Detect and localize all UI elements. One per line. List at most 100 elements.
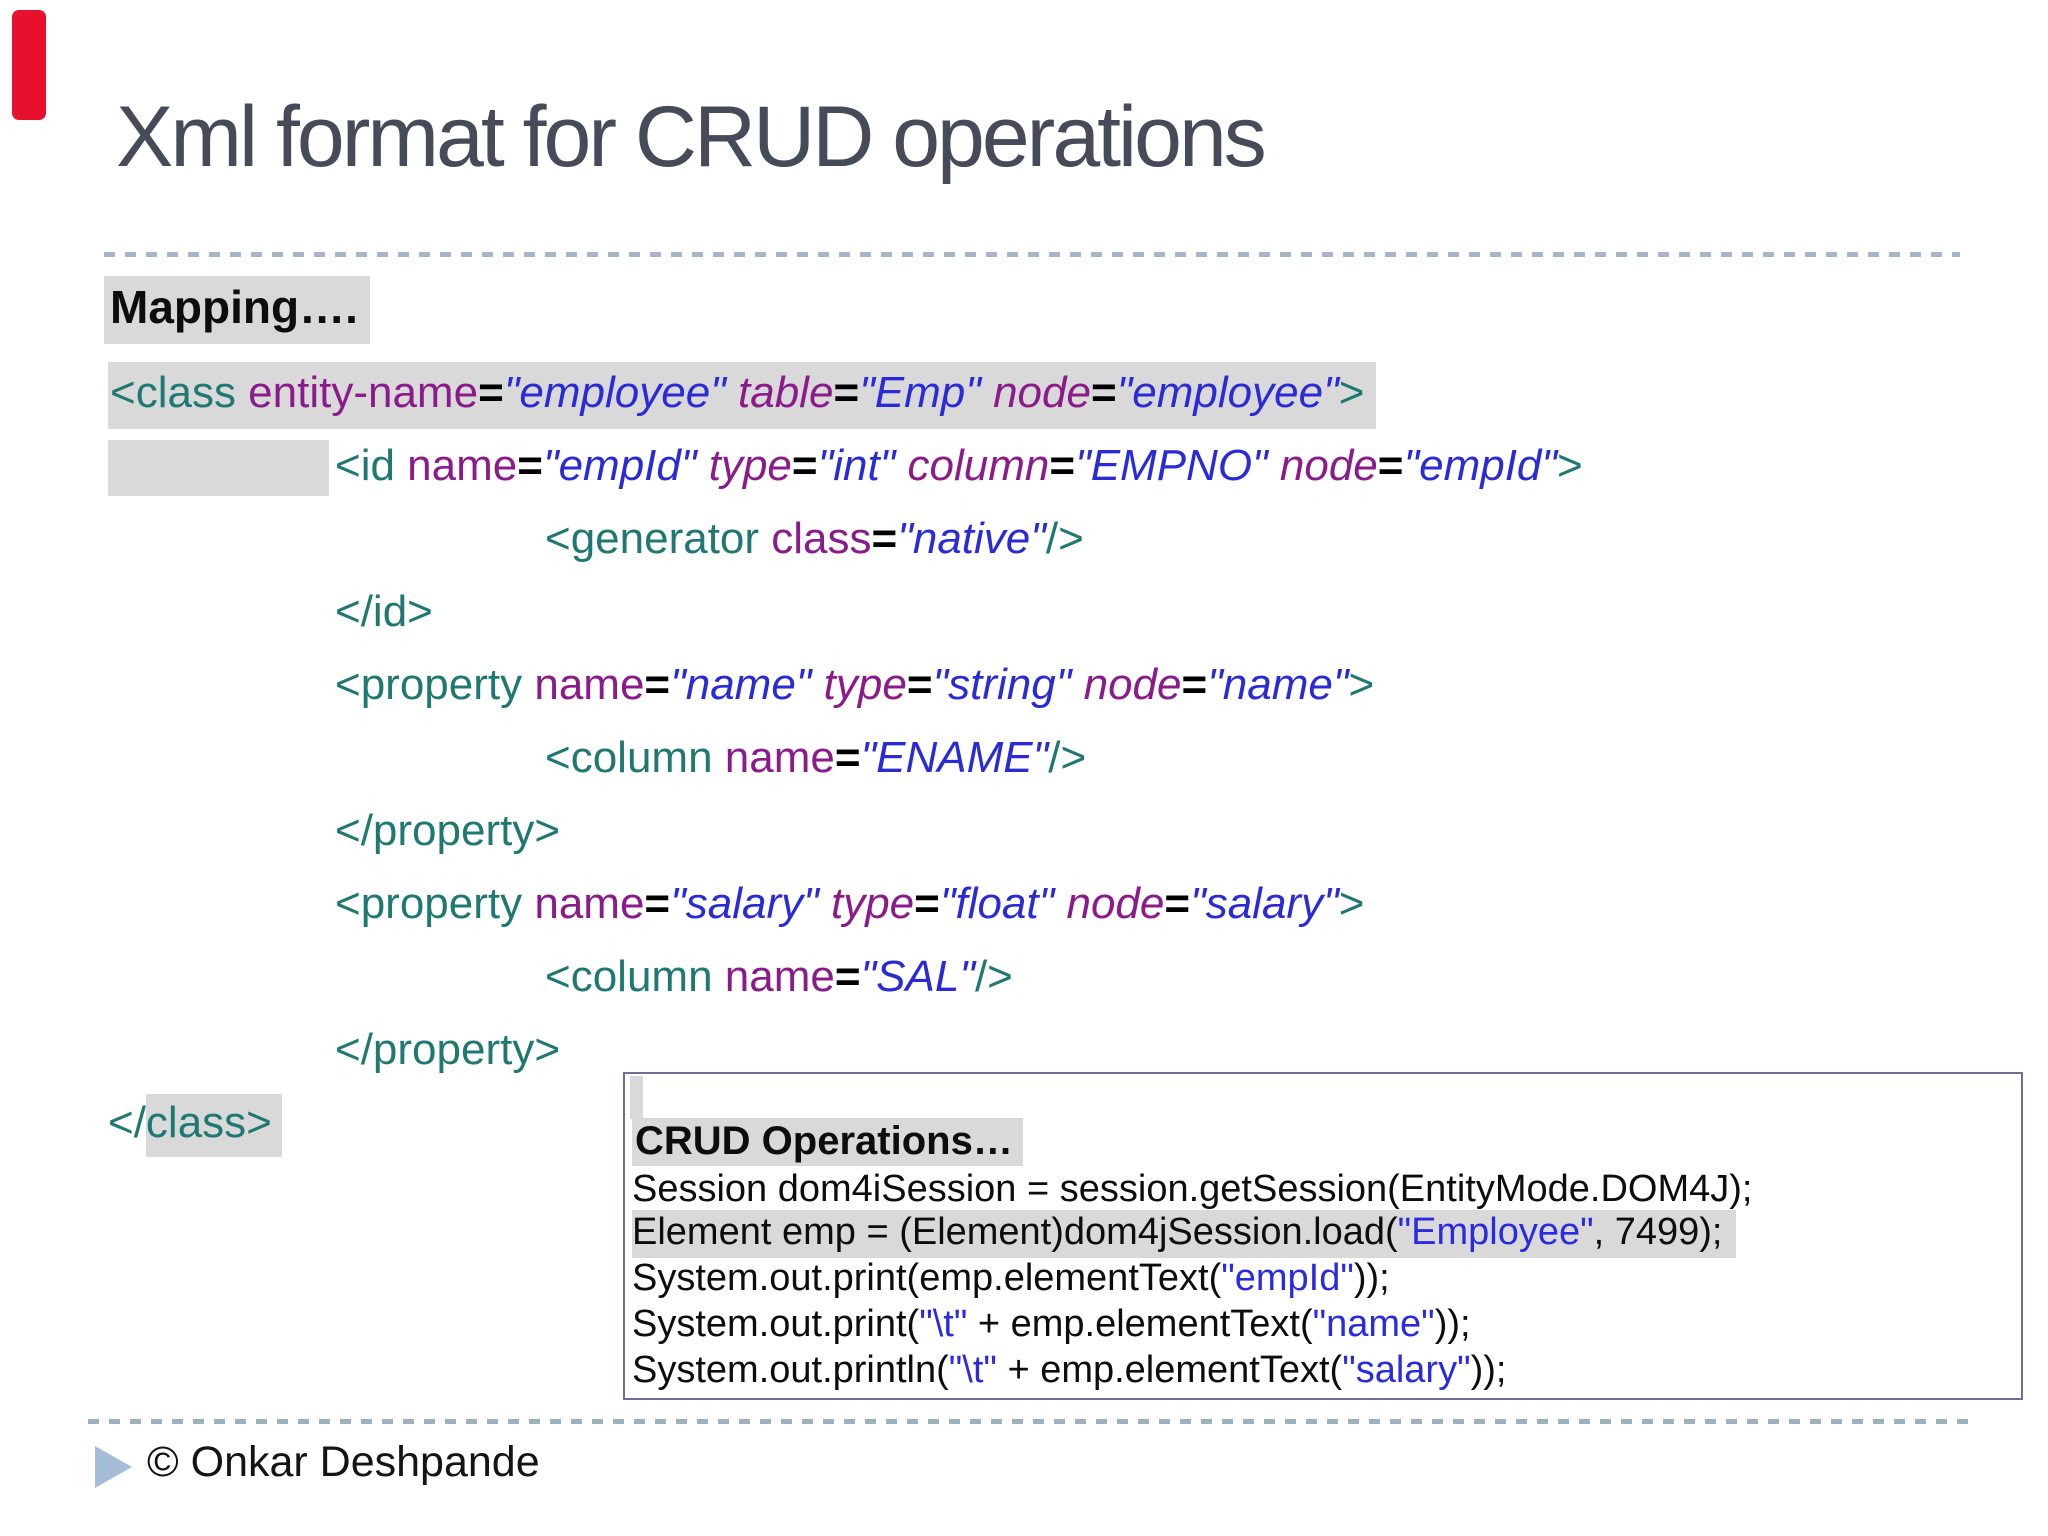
- code-token: />: [974, 952, 1013, 1001]
- code-token: >: [1348, 660, 1375, 709]
- code-token: "name": [670, 660, 824, 709]
- code-token: System.out.println(: [632, 1349, 949, 1391]
- cursor-strip: [630, 1076, 643, 1119]
- title-divider: [104, 252, 1960, 257]
- code-token: type: [708, 441, 792, 490]
- code-token: "float": [939, 879, 1067, 928]
- crud-code-line: Session dom4iSession = session.getSessio…: [632, 1166, 2021, 1209]
- code-token: , 7499);: [1593, 1211, 1723, 1253]
- code-token: name: [724, 733, 835, 782]
- highlighted-code-segment: <class entity-name="employee" table="Emp…: [108, 362, 1377, 429]
- red-bar-decoration: [12, 10, 46, 120]
- xml-code-line: <column name="ENAME"/>: [545, 721, 1583, 794]
- code-token: "\t": [919, 1303, 968, 1345]
- code-token: "empId": [1403, 441, 1558, 490]
- code-token: <generator: [545, 514, 772, 563]
- code-token: ));: [1434, 1303, 1471, 1345]
- xml-code-block: <class entity-name="employee" table="Emp…: [108, 356, 1583, 1159]
- mapping-heading: Mapping….: [104, 276, 370, 344]
- code-token: "native": [897, 514, 1046, 563]
- code-token: </id>: [335, 587, 433, 636]
- xml-code-line: </id>: [335, 575, 1583, 648]
- empty-highlight-box: [108, 440, 329, 496]
- code-token: =: [834, 733, 861, 782]
- code-token: =: [1090, 368, 1117, 417]
- code-token: "name": [1312, 1303, 1435, 1345]
- code-token: name: [534, 879, 645, 928]
- code-token: >: [1338, 879, 1365, 928]
- code-token: class: [771, 514, 872, 563]
- code-token: Element emp = (Element)dom4jSession.load…: [632, 1211, 1398, 1253]
- code-token: =: [914, 879, 940, 928]
- code-token: <column: [545, 952, 725, 1001]
- bullet-triangle-icon: [95, 1446, 132, 1488]
- code-token: "employee": [503, 368, 739, 417]
- code-token: node: [1083, 660, 1182, 709]
- code-token: =: [1049, 441, 1076, 490]
- code-token: type: [830, 879, 915, 928]
- code-token: entity-name: [248, 368, 479, 417]
- xml-code-line: <id name="empId" type="int" column="EMPN…: [108, 429, 1583, 502]
- code-token: "name": [1207, 660, 1349, 709]
- code-token: "empId": [1221, 1257, 1354, 1299]
- code-token: </: [108, 1098, 146, 1147]
- xml-code-line: </class>: [108, 1086, 1583, 1159]
- code-token: "salary": [670, 879, 831, 928]
- code-token: System.out.print(emp.elementText(: [632, 1257, 1222, 1299]
- code-token: =: [1377, 441, 1404, 490]
- footer-credit: © Onkar Deshpande: [147, 1438, 540, 1486]
- code-token: />: [1048, 733, 1087, 782]
- code-token: table: [738, 368, 834, 417]
- code-token: + emp.elementText(: [996, 1349, 1343, 1391]
- code-token: System.out.print(: [632, 1303, 920, 1345]
- code-token: "employee": [1116, 368, 1339, 417]
- code-token: node: [993, 368, 1091, 417]
- code-token: Session dom4iSession = session.getSessio…: [632, 1168, 1753, 1209]
- code-token: =: [644, 660, 671, 709]
- crud-heading: CRUD Operations…: [632, 1118, 1023, 1166]
- code-token: =: [1181, 660, 1208, 709]
- code-token: =: [517, 441, 543, 490]
- crud-code-line: System.out.print("\t" + emp.elementText(…: [632, 1301, 2021, 1347]
- code-token: "SAL": [860, 952, 975, 1001]
- code-token: "salary": [1342, 1349, 1471, 1391]
- code-token: </property>: [335, 806, 561, 855]
- code-token: =: [833, 368, 860, 417]
- xml-code-line: <property name="name" type="string" node…: [335, 648, 1583, 721]
- code-token: =: [1164, 879, 1191, 928]
- code-token: <property: [335, 879, 535, 928]
- footer-divider: [88, 1419, 1970, 1424]
- code-token: name: [407, 441, 518, 490]
- code-token: "Emp": [859, 368, 994, 417]
- code-token: name: [534, 660, 645, 709]
- xml-code-line: <property name="salary" type="float" nod…: [335, 867, 1583, 940]
- code-token: type: [823, 660, 907, 709]
- code-token: class>: [145, 1094, 282, 1157]
- code-token: >: [1338, 368, 1365, 417]
- code-token: <property: [335, 660, 535, 709]
- code-token: "salary": [1190, 879, 1339, 928]
- code-token: "empId": [542, 441, 709, 490]
- code-token: >: [1557, 441, 1583, 490]
- page-title: Xml format for CRUD operations: [116, 89, 1267, 185]
- code-token: =: [644, 879, 671, 928]
- xml-code-line: </property>: [335, 1013, 1583, 1086]
- code-token: ));: [1353, 1257, 1390, 1299]
- crud-code-line: System.out.println("\t" + emp.elementTex…: [632, 1347, 2021, 1393]
- xml-code-line: <class entity-name="employee" table="Emp…: [108, 356, 1583, 429]
- code-token: node: [1279, 441, 1378, 490]
- crud-code-line: System.out.print(emp.elementText("empId"…: [632, 1255, 2021, 1301]
- code-token: =: [834, 952, 861, 1001]
- highlighted-code-segment: Element emp = (Element)dom4jSession.load…: [632, 1210, 1737, 1258]
- code-token: column: [907, 441, 1050, 490]
- code-token: "ENAME": [860, 733, 1049, 782]
- code-token: "string": [932, 660, 1084, 709]
- code-token: =: [478, 368, 504, 417]
- crud-code-line: Element emp = (Element)dom4jSession.load…: [632, 1209, 2021, 1258]
- code-token: =: [791, 441, 818, 490]
- xml-code-line: </property>: [335, 794, 1583, 867]
- code-token: "int": [817, 441, 908, 490]
- code-token: </property>: [335, 1025, 561, 1074]
- code-token: <id: [335, 441, 408, 490]
- code-token: />: [1045, 514, 1084, 563]
